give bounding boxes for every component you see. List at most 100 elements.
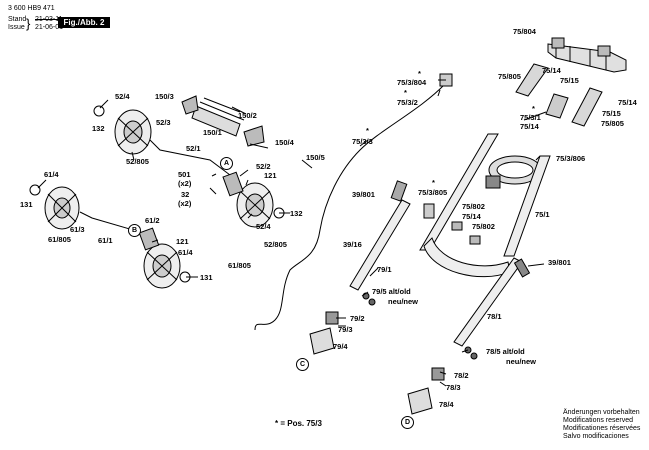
callout-150-3: 150/3 (155, 92, 174, 101)
modification-notes: Änderungen vorbehalten Modifications res… (563, 409, 640, 441)
brace-glyph: } (26, 16, 31, 31)
callout-75-14: 75/14 (542, 66, 561, 75)
marker-a: A (220, 157, 233, 170)
callout-52-805: 52/805 (126, 157, 149, 166)
marker-b: B (128, 224, 141, 237)
issue-label: Issue (8, 24, 25, 31)
callout-52-1: 52/1 (186, 144, 201, 153)
callout-78-2: 78/2 (454, 371, 469, 380)
callout-78-4: 78/4 (439, 400, 454, 409)
callout-52-3: 52/3 (156, 118, 171, 127)
callout-61-3: 61/3 (70, 225, 85, 234)
stand-label: Stand (8, 16, 27, 23)
callout-61-4: 61/4 (178, 248, 193, 257)
callout-61-805: 61/805 (228, 261, 251, 270)
callout-78-3: 78/3 (446, 383, 461, 392)
footnote: * = Pos. 75/3 (275, 419, 322, 428)
callout-79-5: 79/5 alt/old (372, 287, 411, 296)
part-79-4 (309, 327, 335, 355)
handle-frame-part (419, 133, 551, 278)
callout-79-2: 79/2 (350, 314, 365, 323)
height-lever-52-2 (222, 171, 244, 197)
document-number: 3 600 HB9 471 (8, 5, 55, 12)
callout-x2: (x2) (178, 179, 192, 188)
callout-x2: (x2) (178, 199, 192, 208)
callout-79-1: 79/1 (377, 265, 392, 274)
callout-39-16: 39/16 (343, 240, 362, 249)
callout-75-3-1: 75/3/1 (520, 113, 541, 122)
callout-75-802: 75/802 (472, 222, 495, 231)
hubcap-132-a (93, 105, 105, 117)
callout-75-14: 75/14 (462, 212, 481, 221)
callout-75-805: 75/805 (601, 119, 624, 128)
callout-132: 132 (290, 209, 303, 218)
height-lever-61-2 (138, 227, 160, 251)
callout-61-2: 61/2 (145, 216, 160, 225)
callout-52-4: 52/4 (115, 92, 130, 101)
rear-wheel-a (114, 109, 152, 155)
rear-axle (149, 139, 231, 176)
callout-61-805: 61/805 (48, 235, 71, 244)
callout-131: 131 (200, 273, 213, 282)
callout-52-805: 52/805 (264, 240, 287, 249)
callout-75-3-805: 75/3/805 (418, 188, 448, 197)
note-es: Salvo modificaciones (563, 433, 629, 440)
callout-121: 121 (264, 171, 277, 180)
callout-75-3-806: 75/3/806 (556, 154, 586, 163)
callout-150-1: 150/1 (203, 128, 222, 137)
callout-79-3: 79/3 (338, 325, 353, 334)
callout-150-5: 150/5 (306, 153, 325, 162)
callout-star: * (432, 178, 435, 187)
knob-39-801-b (513, 258, 531, 278)
callout-75-15: 75/15 (560, 76, 579, 85)
callout-75-805: 75/805 (498, 72, 521, 81)
callout-78-1: 78/1 (487, 312, 502, 321)
callout-121: 121 (176, 237, 189, 246)
rear-wheel-b (236, 182, 274, 228)
callout-150-2: 150/2 (238, 111, 257, 120)
callout-39-801: 39/801 (352, 190, 375, 199)
callout-79-4: 79/4 (333, 342, 348, 351)
callout-75-802: 75/802 (462, 202, 485, 211)
callout-star: * (532, 104, 535, 113)
grass-bag-handle-part (181, 95, 265, 147)
lower-tube-79-1 (349, 199, 411, 291)
callout-52-2: 52/2 (256, 162, 271, 171)
callout-32: 32 (181, 190, 190, 199)
note-en: Modifications reserved (563, 417, 634, 424)
front-wheel-a (44, 186, 80, 230)
callout-52-4: 52/4 (256, 222, 271, 231)
part-78-4 (407, 387, 433, 415)
part-78-2 (431, 367, 445, 381)
issue-date: 21-06-01 (35, 24, 64, 31)
callout-75-15: 75/15 (602, 109, 621, 118)
callout-star: * (366, 126, 369, 135)
callout-39-801: 39/801 (548, 258, 571, 267)
callout-star: * (404, 88, 407, 97)
bowden-cable (254, 83, 446, 331)
front-wheel-b (143, 243, 181, 289)
callout-150-4: 150/4 (275, 138, 294, 147)
callout-75-1: 75/1 (535, 210, 550, 219)
callout-75-14: 75/14 (618, 98, 637, 107)
knob-39-801-a (390, 180, 408, 202)
figure-label: Fig./Abb. 2 (58, 17, 110, 28)
note-fr: Modificationes réservées (563, 425, 641, 432)
callout-75-804: 75/804 (513, 27, 536, 36)
callout-star: * (418, 69, 421, 78)
note-de: Änderungen vorbehalten (563, 409, 640, 416)
callout-75-3-3: 75/3/3 (352, 137, 373, 146)
marker-c: C (296, 358, 309, 371)
callout-neu-new: neu/new (506, 357, 537, 366)
callout-78-5: 78/5 alt/old (486, 347, 525, 356)
stand-date: 21-03-11 (35, 16, 63, 23)
callout-131: 131 (20, 200, 33, 209)
hubcap-131-a (29, 184, 41, 196)
callout-75-3-2: 75/3/2 (397, 98, 418, 107)
callout-75-3-804: 75/3/804 (397, 78, 427, 87)
upper-handle-part (547, 37, 627, 73)
callout-61-4: 61/4 (44, 170, 59, 179)
callout-132: 132 (92, 124, 105, 133)
callout-75-14: 75/14 (520, 122, 539, 131)
